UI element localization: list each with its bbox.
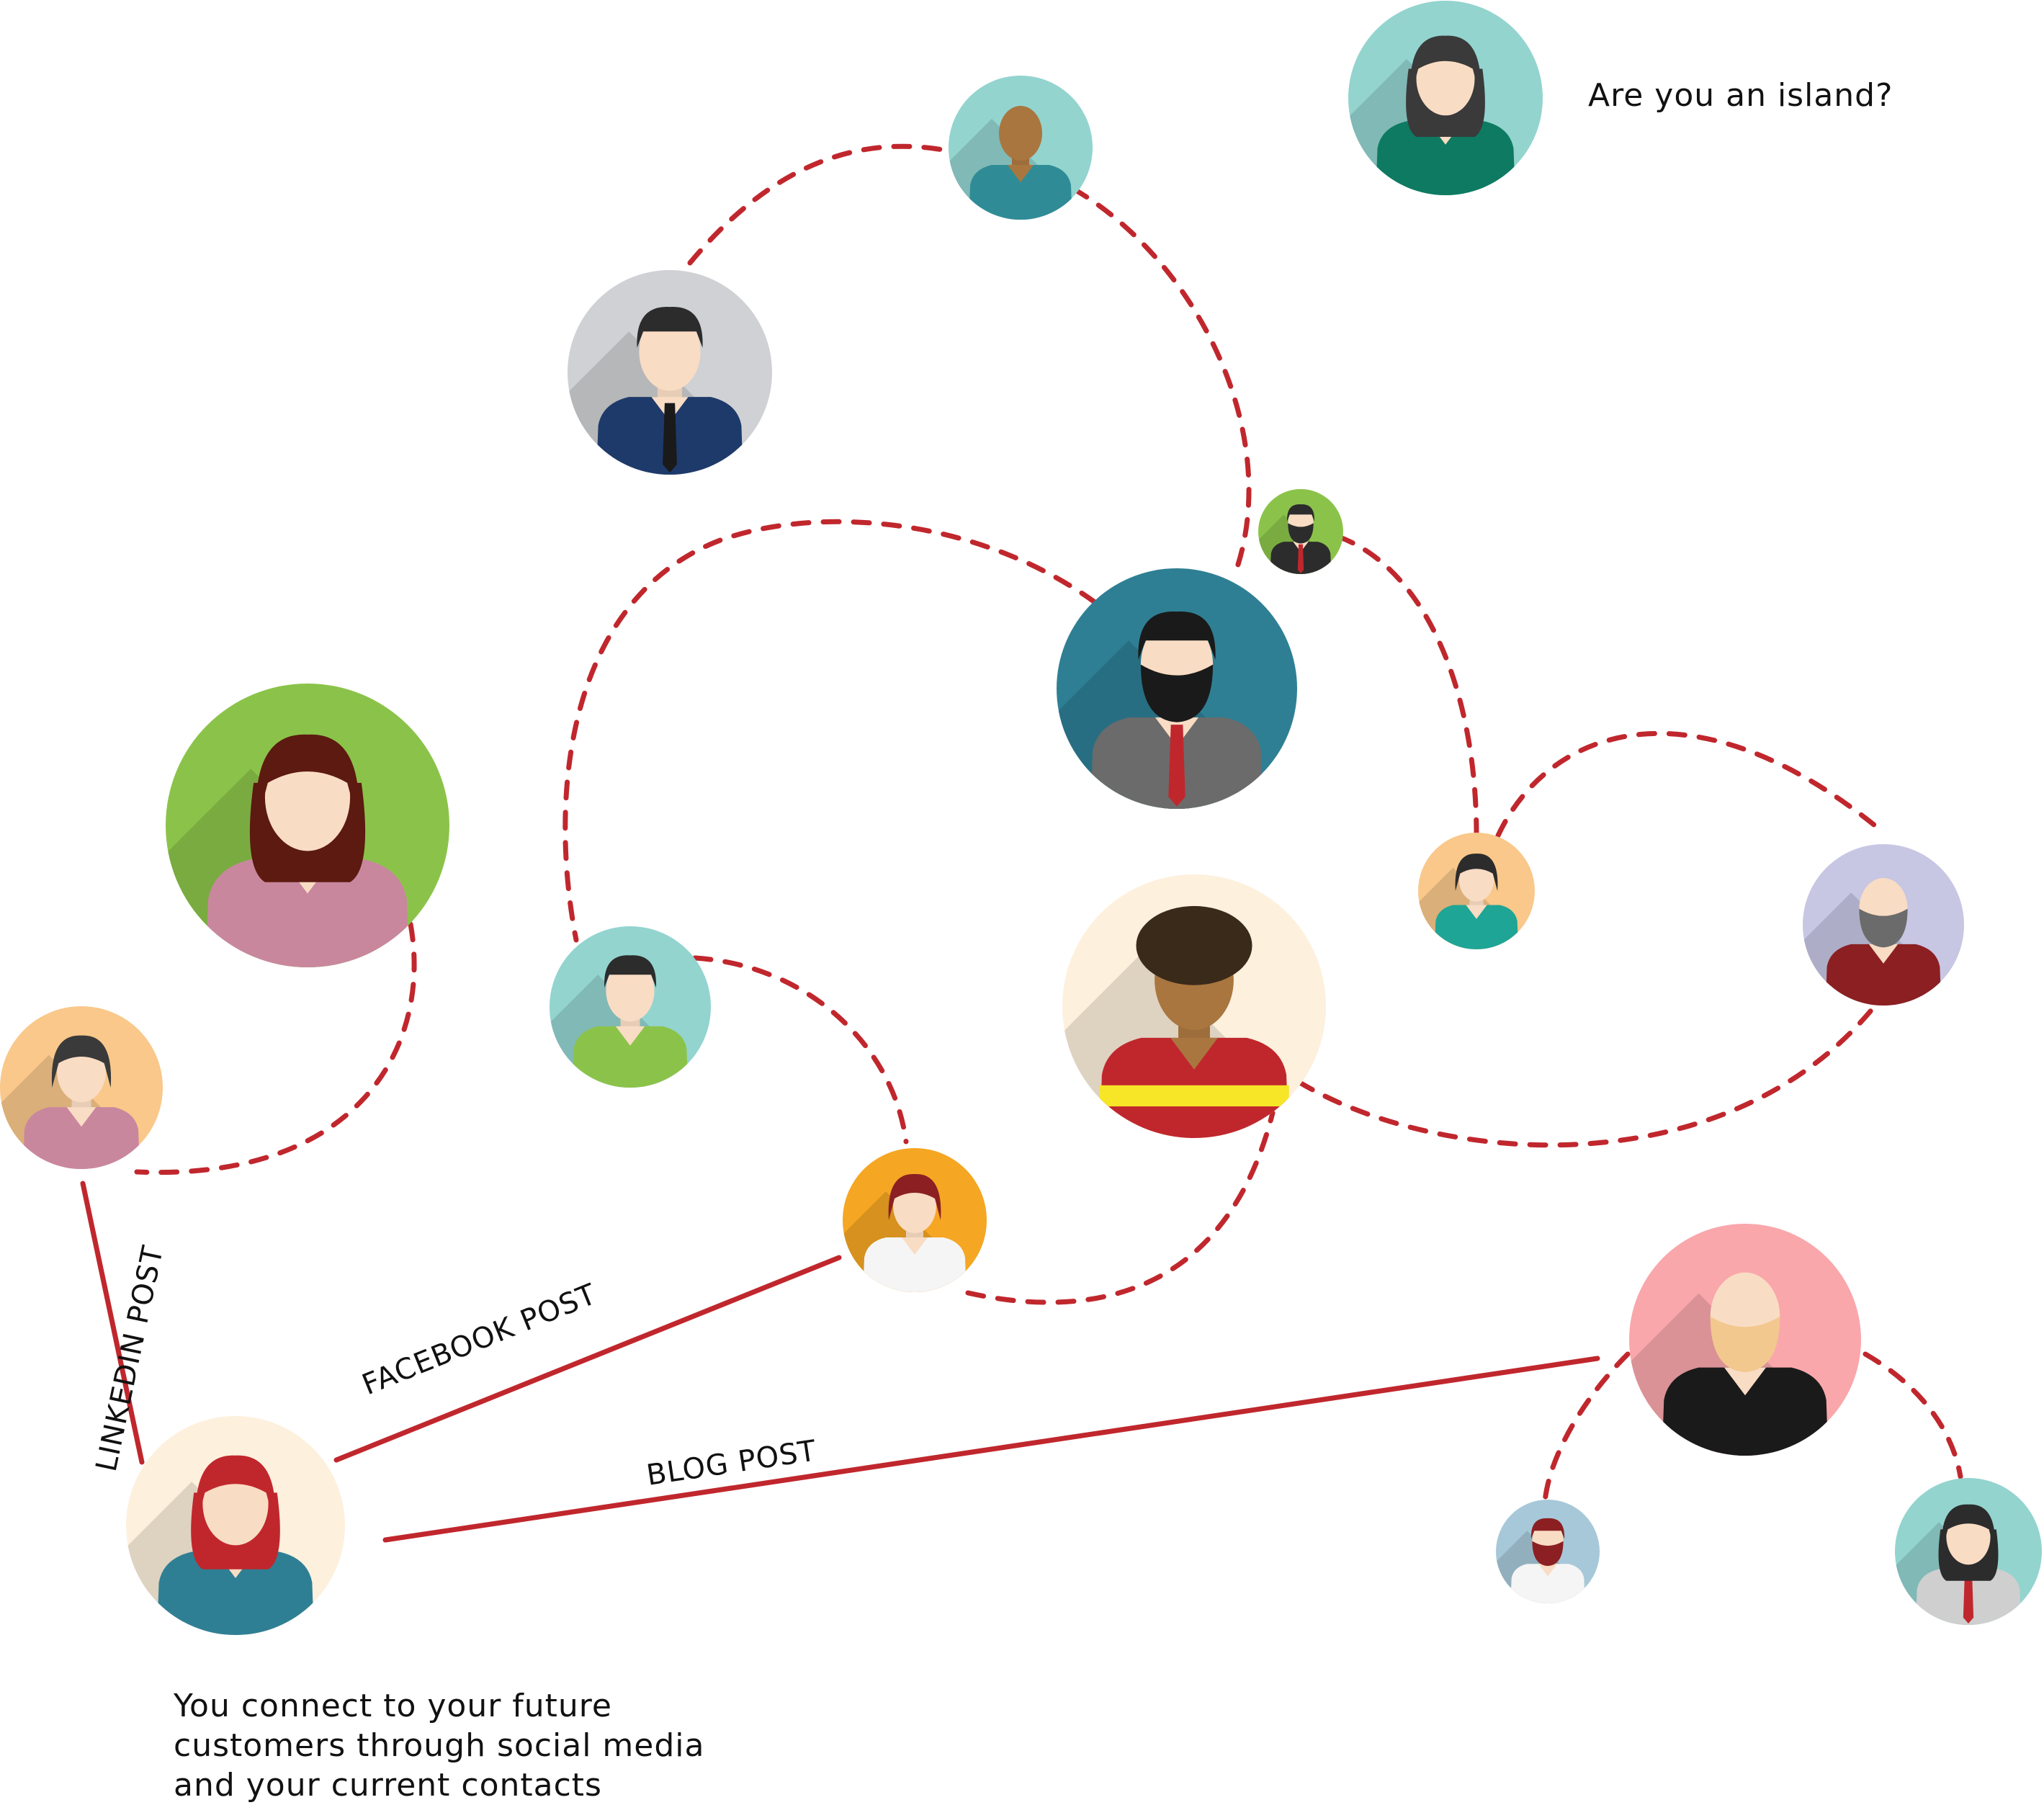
- caption-line-1: You connect to your future: [173, 1688, 612, 1724]
- dashed-connection: [1070, 186, 1252, 572]
- dashed-connection: [134, 921, 417, 1175]
- avatar-bald-man-top: [949, 76, 1093, 220]
- facebook-link-line: [333, 1255, 842, 1463]
- dashed-connection: [1863, 1351, 1963, 1479]
- avatar-green-shirt-man: [550, 926, 711, 1088]
- avatar-bearded-man-center: [1057, 568, 1297, 809]
- dashed-connections: [134, 143, 1963, 1505]
- avatar-island-woman: [1348, 1, 1543, 195]
- island-question: Are you an island?: [1588, 77, 1893, 114]
- avatar-blonde-beard-man: [1629, 1224, 1861, 1456]
- dashed-connection: [1335, 534, 1479, 838]
- avatar-you-redhead: [126, 1416, 345, 1635]
- blog-link-line: [382, 1356, 1600, 1543]
- avatar-green-woman: [166, 684, 449, 967]
- blog-post-label: BLOG POST: [645, 1434, 819, 1492]
- facebook-post-label: FACEBOOK POST: [358, 1278, 601, 1402]
- avatar-redhead-orange: [843, 1148, 987, 1292]
- dashed-connection: [562, 519, 1098, 943]
- avatar-suit-man: [568, 270, 772, 475]
- dashed-connection: [965, 1110, 1276, 1305]
- avatars: [0, 1, 2042, 1635]
- avatar-teal-woman: [1418, 833, 1535, 949]
- caption-line-3: and your current contacts: [174, 1767, 602, 1804]
- avatar-afro-man: [1062, 874, 1326, 1138]
- avatar-small-red-beard-man: [1496, 1500, 1600, 1603]
- avatar-grey-beard-man: [1803, 844, 1964, 1005]
- avatar-pink-woman: [0, 1006, 163, 1169]
- dashed-connection: [1495, 730, 1881, 838]
- caption-line-2: customers through social media: [174, 1727, 704, 1764]
- dashed-connection: [692, 955, 909, 1145]
- avatar-small-bearded-man: [1258, 489, 1343, 574]
- dashed-connection: [1542, 1351, 1631, 1505]
- avatar-grey-suit-woman: [1895, 1478, 2042, 1625]
- linkedin-link-line: [80, 1181, 145, 1465]
- dashed-connection: [687, 143, 954, 266]
- solid-links: [80, 1181, 1600, 1543]
- dashed-connection: [1296, 1000, 1880, 1148]
